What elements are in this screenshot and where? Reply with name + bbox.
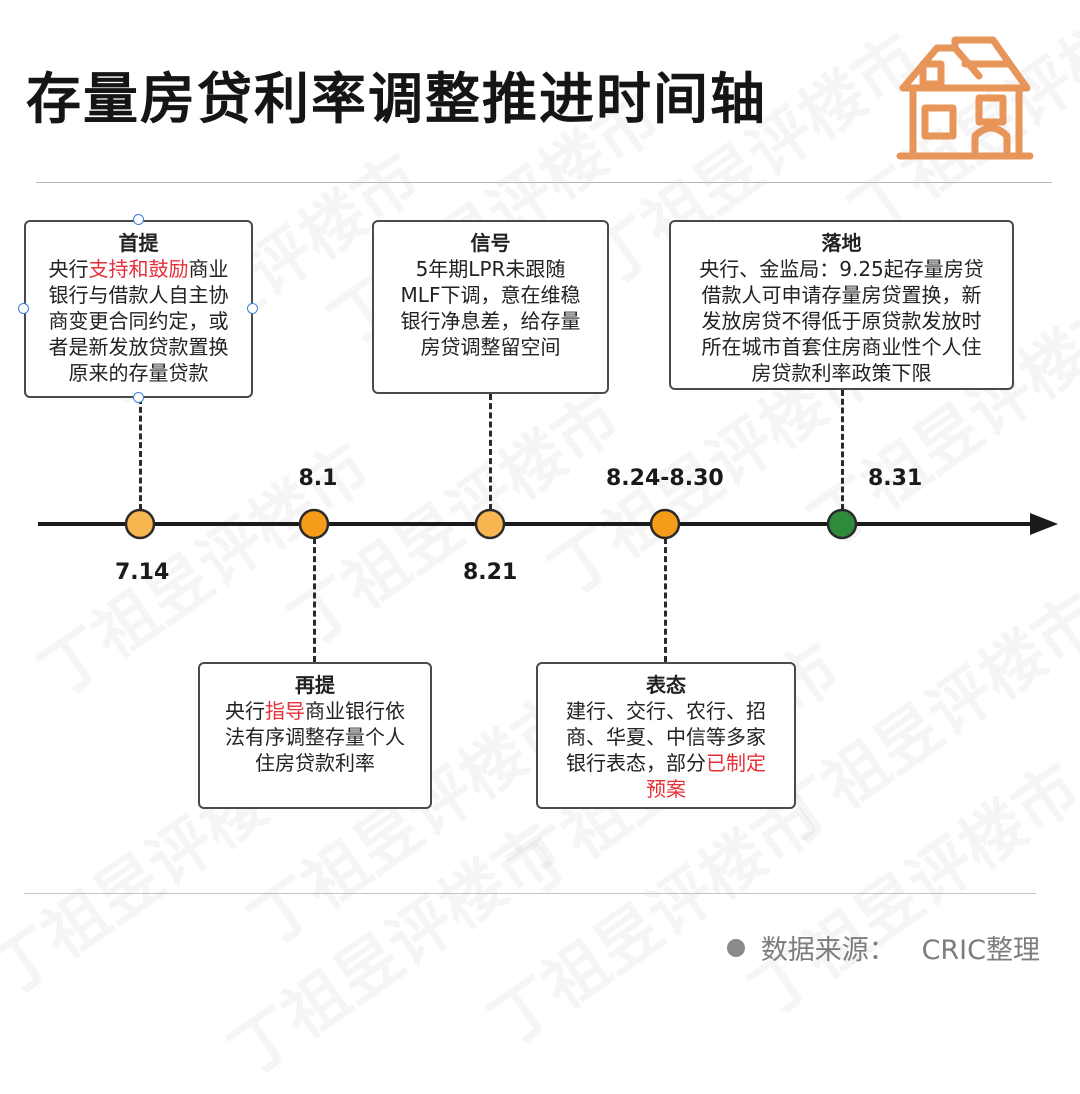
description-line: 借款人可申请存量房贷置换，新 xyxy=(671,282,1012,308)
description-line: 预案 xyxy=(538,776,794,802)
milestone-date: 8.1 xyxy=(298,466,338,491)
body-text: 央行 xyxy=(48,257,89,281)
body-text: 房贷调整留空间 xyxy=(420,335,561,359)
description-line: 银行与借款人自主协 xyxy=(26,282,251,308)
description-line: 建行、交行、农行、招 xyxy=(538,698,794,724)
milestone-date: 8.24-8.30 xyxy=(606,466,724,491)
description-line: 房贷调整留空间 xyxy=(374,334,607,360)
description-line: 5年期LPR未跟随 xyxy=(374,256,607,282)
event-description: 央行指导商业银行依法有序调整存量个人住房贷款利率 xyxy=(200,698,430,776)
body-text: 借款人可申请存量房贷置换，新 xyxy=(701,283,982,307)
event-heading: 首提 xyxy=(118,231,159,255)
source-label: 数据来源： xyxy=(760,935,896,966)
milestone-date: 8.31 xyxy=(868,466,923,491)
bullet-dot-icon xyxy=(726,939,745,957)
page-title: 存量房贷利率调整推进时间轴 xyxy=(26,67,768,131)
header-divider xyxy=(36,182,1052,183)
milestone-date: 7.14 xyxy=(115,560,170,585)
axis-arrow-icon xyxy=(1030,513,1058,535)
milestone-marker xyxy=(124,508,156,540)
resize-handle[interactable] xyxy=(247,303,258,314)
event-description: 央行支持和鼓励商业银行与借款人自主协商变更合同约定，或者是新发放贷款置换原来的存… xyxy=(26,256,251,386)
description-line: 原来的存量贷款 xyxy=(26,360,251,386)
description-line: 商、华夏、中信等多家 xyxy=(538,724,794,750)
event-heading: 落地 xyxy=(821,231,862,255)
description-line: 央行指导商业银行依 xyxy=(200,698,430,724)
footer-divider xyxy=(24,893,1036,894)
description-line: 发放房贷不得低于原贷款发放时 xyxy=(671,308,1012,334)
body-text: 银行与借款人自主协 xyxy=(48,283,229,307)
body-text: 央行 xyxy=(225,699,265,723)
source-value: CRIC整理 xyxy=(921,935,1040,966)
description-line: 央行、金监局：9.25起存量房贷 xyxy=(671,256,1012,282)
body-text: 原来的存量贷款 xyxy=(68,361,209,385)
highlight-text: 支持和鼓励 xyxy=(88,257,189,281)
event-description: 央行、金监局：9.25起存量房贷借款人可申请存量房贷置换，新发放房贷不得低于原贷… xyxy=(671,256,1012,386)
description-line: 央行支持和鼓励商业 xyxy=(26,256,251,282)
body-text: 发放房贷不得低于原贷款发放时 xyxy=(701,309,982,333)
description-line: 所在城市首套住房商业性个人住 xyxy=(671,334,1012,360)
body-text: 商业 xyxy=(188,257,229,281)
event-box: 首提央行支持和鼓励商业银行与借款人自主协商变更合同约定，或者是新发放贷款置换原来… xyxy=(24,220,253,398)
description-line: 商变更合同约定，或 xyxy=(26,308,251,334)
description-line: 者是新发放贷款置换 xyxy=(26,334,251,360)
body-text: 央行、金监局：9.25起存量房贷 xyxy=(699,257,984,281)
connector-line xyxy=(841,390,844,510)
description-line: 房贷款利率政策下限 xyxy=(671,360,1012,386)
connector-line xyxy=(489,394,492,510)
body-text: 所在城市首套住房商业性个人住 xyxy=(701,335,982,359)
connector-line xyxy=(313,538,316,662)
body-text: MLF下调，意在维稳 xyxy=(400,283,581,307)
event-heading: 再提 xyxy=(295,673,335,697)
source-note: 数据来源： CRIC整理 xyxy=(726,928,1040,967)
description-line: 银行净息差，给存量 xyxy=(374,308,607,334)
milestone-date: 8.21 xyxy=(463,560,518,585)
event-heading: 表态 xyxy=(646,673,686,697)
body-text: 银行表态，部分 xyxy=(566,751,706,775)
event-description: 建行、交行、农行、招商、华夏、中信等多家银行表态，部分已制定预案 xyxy=(538,698,794,802)
body-text: 商变更合同约定，或 xyxy=(48,309,229,333)
milestone-marker xyxy=(474,508,506,540)
description-line: 银行表态，部分已制定 xyxy=(538,750,794,776)
connector-line xyxy=(139,398,142,510)
highlight-text: 预案 xyxy=(646,777,686,801)
connector-line xyxy=(664,538,667,662)
body-text: 者是新发放贷款置换 xyxy=(48,335,229,359)
house-icon xyxy=(896,36,1034,160)
body-text: 建行、交行、农行、招 xyxy=(566,699,766,723)
highlight-text: 已制定 xyxy=(706,751,766,775)
milestone-marker xyxy=(298,508,330,540)
description-line: 住房贷款利率 xyxy=(200,750,430,776)
resize-handle[interactable] xyxy=(18,303,29,314)
event-box: 表态建行、交行、农行、招商、华夏、中信等多家银行表态，部分已制定预案 xyxy=(536,662,796,809)
milestone-marker xyxy=(649,508,681,540)
body-text: 5年期LPR未跟随 xyxy=(415,257,566,281)
body-text: 商、华夏、中信等多家 xyxy=(566,725,766,749)
body-text: 商业银行依 xyxy=(305,699,405,723)
timeline-axis xyxy=(38,508,1058,540)
resize-handle[interactable] xyxy=(132,392,144,403)
milestone-marker xyxy=(826,508,858,540)
event-heading: 信号 xyxy=(470,231,511,255)
resize-handle[interactable] xyxy=(132,214,144,225)
event-box: 落地央行、金监局：9.25起存量房贷借款人可申请存量房贷置换，新发放房贷不得低于… xyxy=(669,220,1014,390)
body-text: 法有序调整存量个人 xyxy=(225,725,405,749)
description-line: 法有序调整存量个人 xyxy=(200,724,430,750)
body-text: 银行净息差，给存量 xyxy=(400,309,581,333)
body-text: 住房贷款利率 xyxy=(255,751,375,775)
description-line: MLF下调，意在维稳 xyxy=(374,282,607,308)
body-text: 房贷款利率政策下限 xyxy=(751,361,932,385)
event-box: 再提央行指导商业银行依法有序调整存量个人住房贷款利率 xyxy=(198,662,432,809)
highlight-text: 指导 xyxy=(265,699,305,723)
